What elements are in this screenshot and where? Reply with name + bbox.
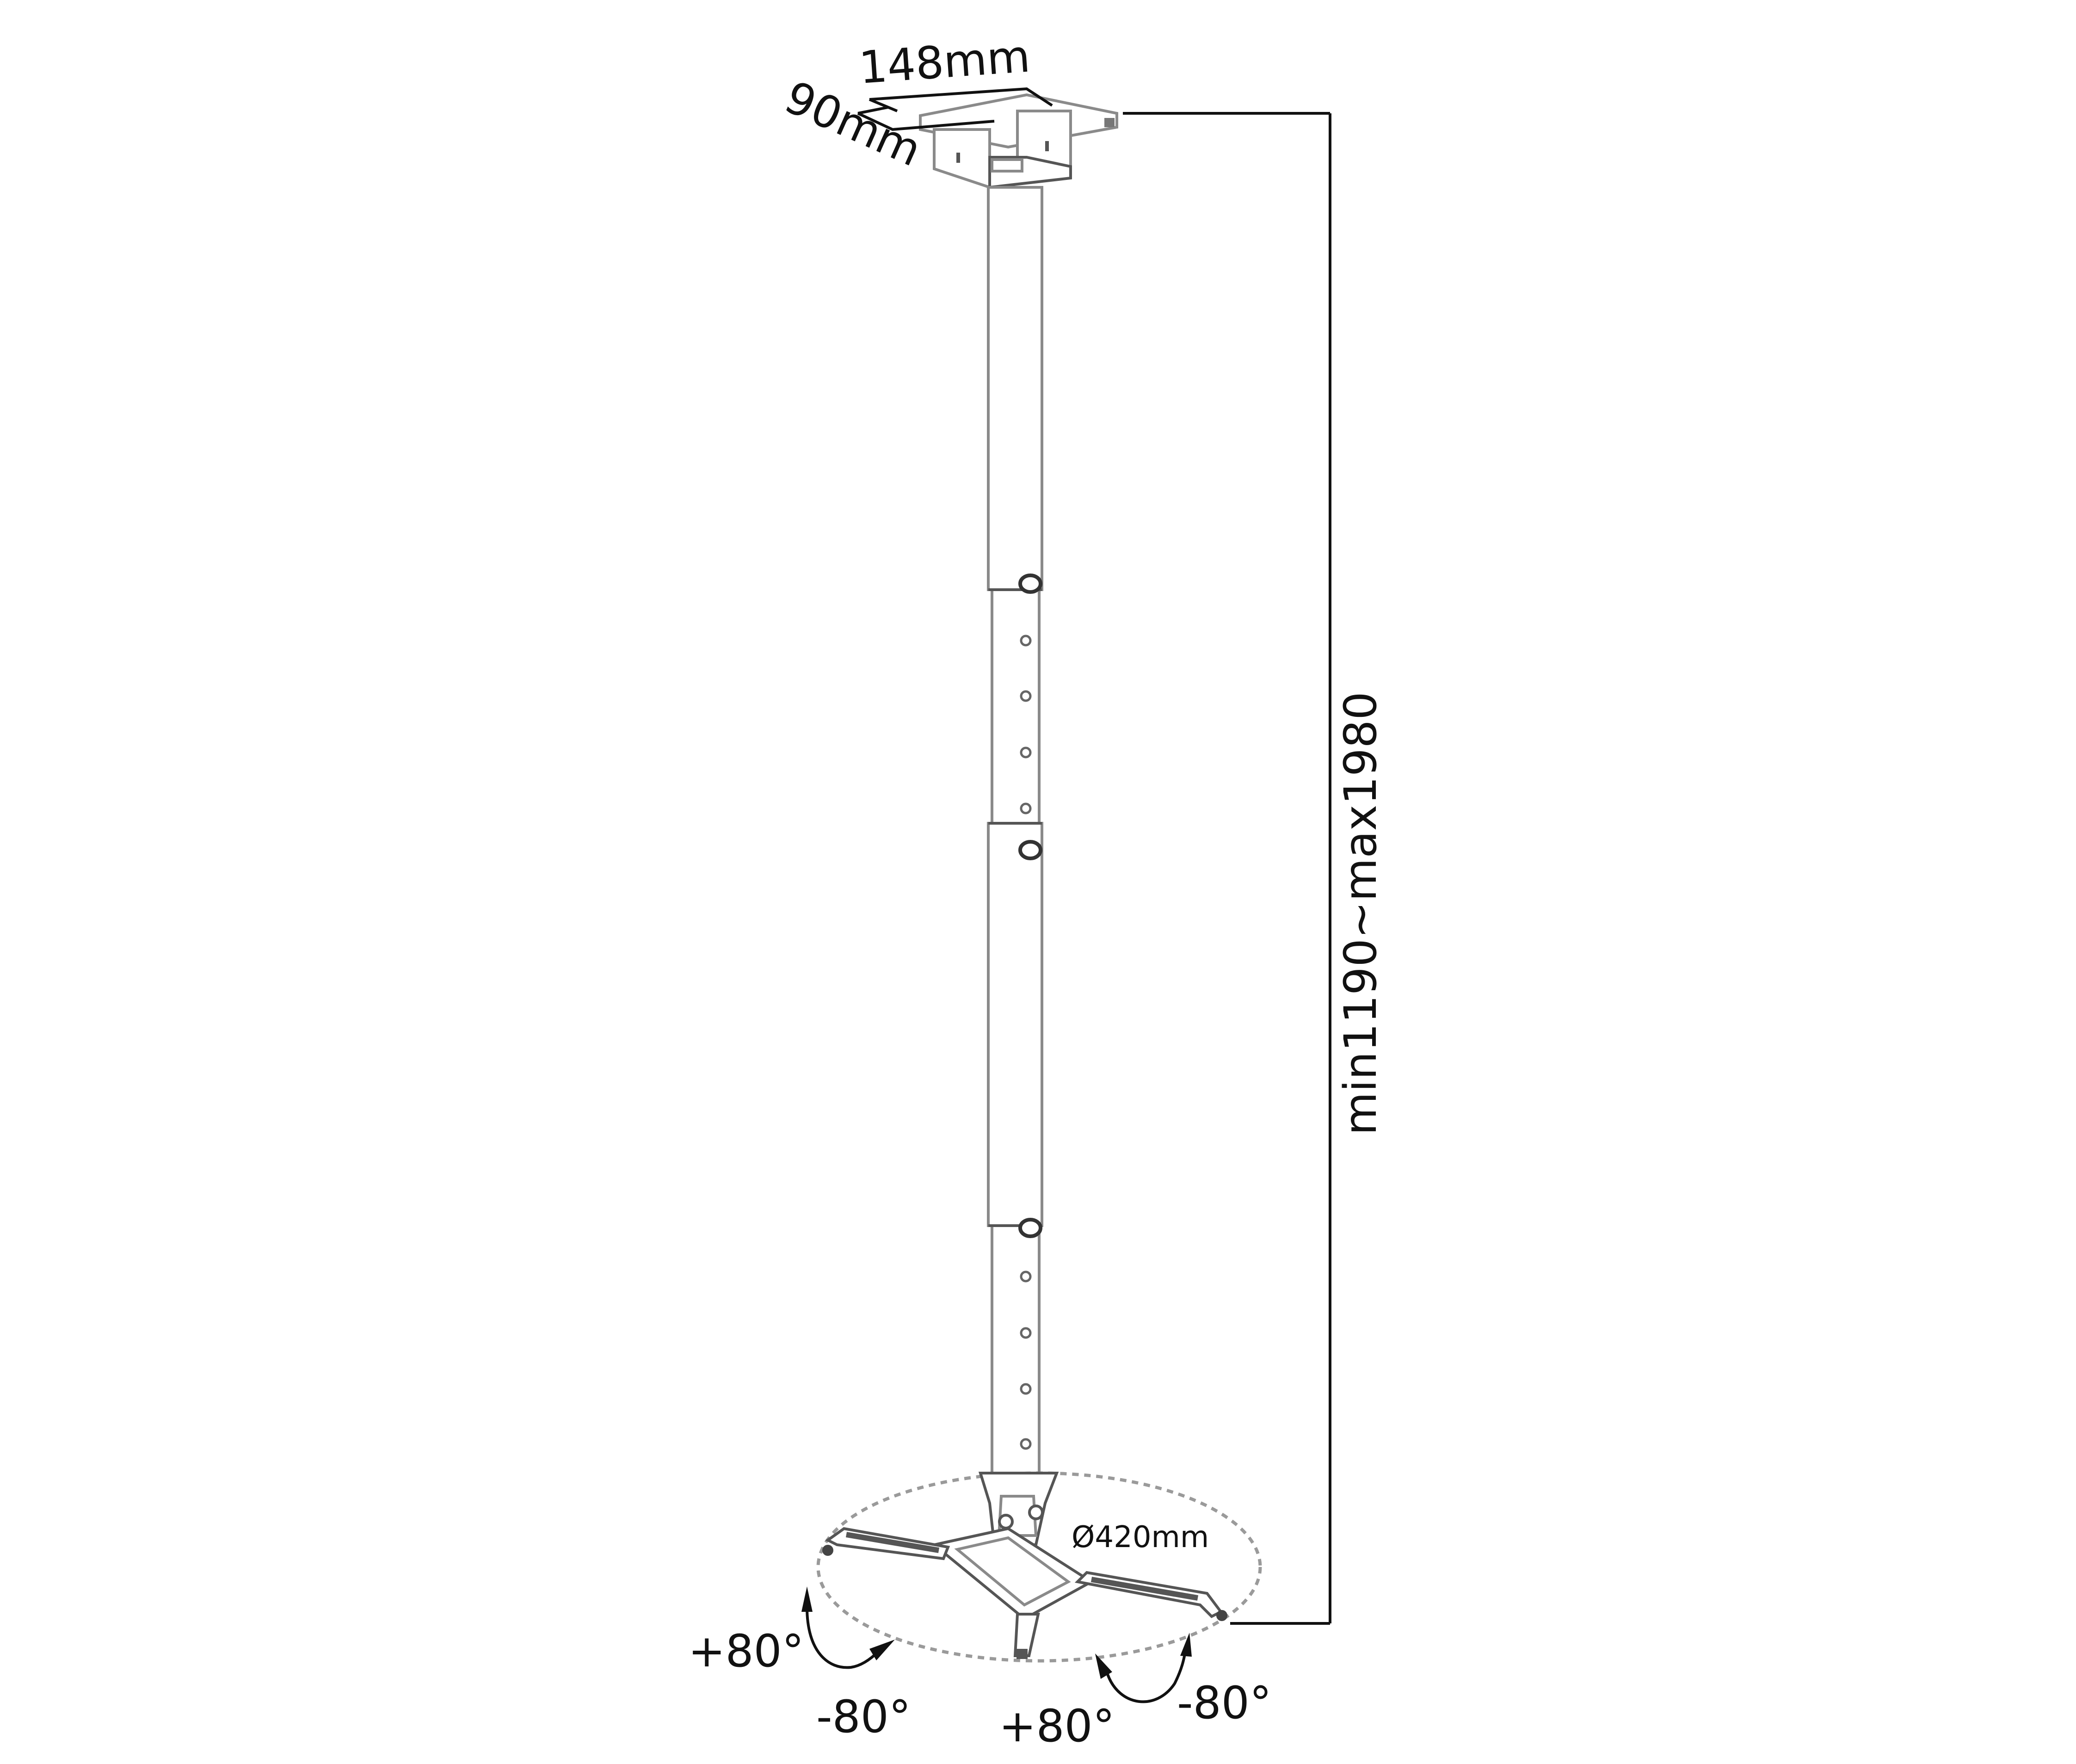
tilt-arrow-icon xyxy=(801,1586,895,1669)
height-dimension-line xyxy=(1123,112,1331,1625)
projector-mounting-plate xyxy=(822,1472,1227,1659)
swivel-arrow-icon xyxy=(1095,1633,1192,1703)
swivel-plus-label: +80° xyxy=(999,1700,1115,1752)
pole-locking-knobs xyxy=(1018,574,1042,1238)
tilt-minus-label: -80° xyxy=(816,1691,911,1743)
knob-icon xyxy=(1018,574,1042,594)
plate-diameter-label: Ø420mm xyxy=(1072,1520,1209,1554)
swivel-minus-label: -80° xyxy=(1177,1677,1272,1729)
bracket-dimension-lines xyxy=(857,87,1053,131)
ceiling-bracket xyxy=(919,93,1118,190)
height-range-label: min1190~max1980 xyxy=(1335,691,1386,1135)
pole-adjustment-holes xyxy=(1020,635,1032,1450)
tilt-plus-label: +80° xyxy=(688,1625,804,1677)
telescopic-pole xyxy=(987,186,1043,1477)
bracket-width-label: 148mm xyxy=(857,30,1032,94)
knob-icon xyxy=(1018,840,1042,860)
knob-icon xyxy=(1018,1218,1042,1238)
